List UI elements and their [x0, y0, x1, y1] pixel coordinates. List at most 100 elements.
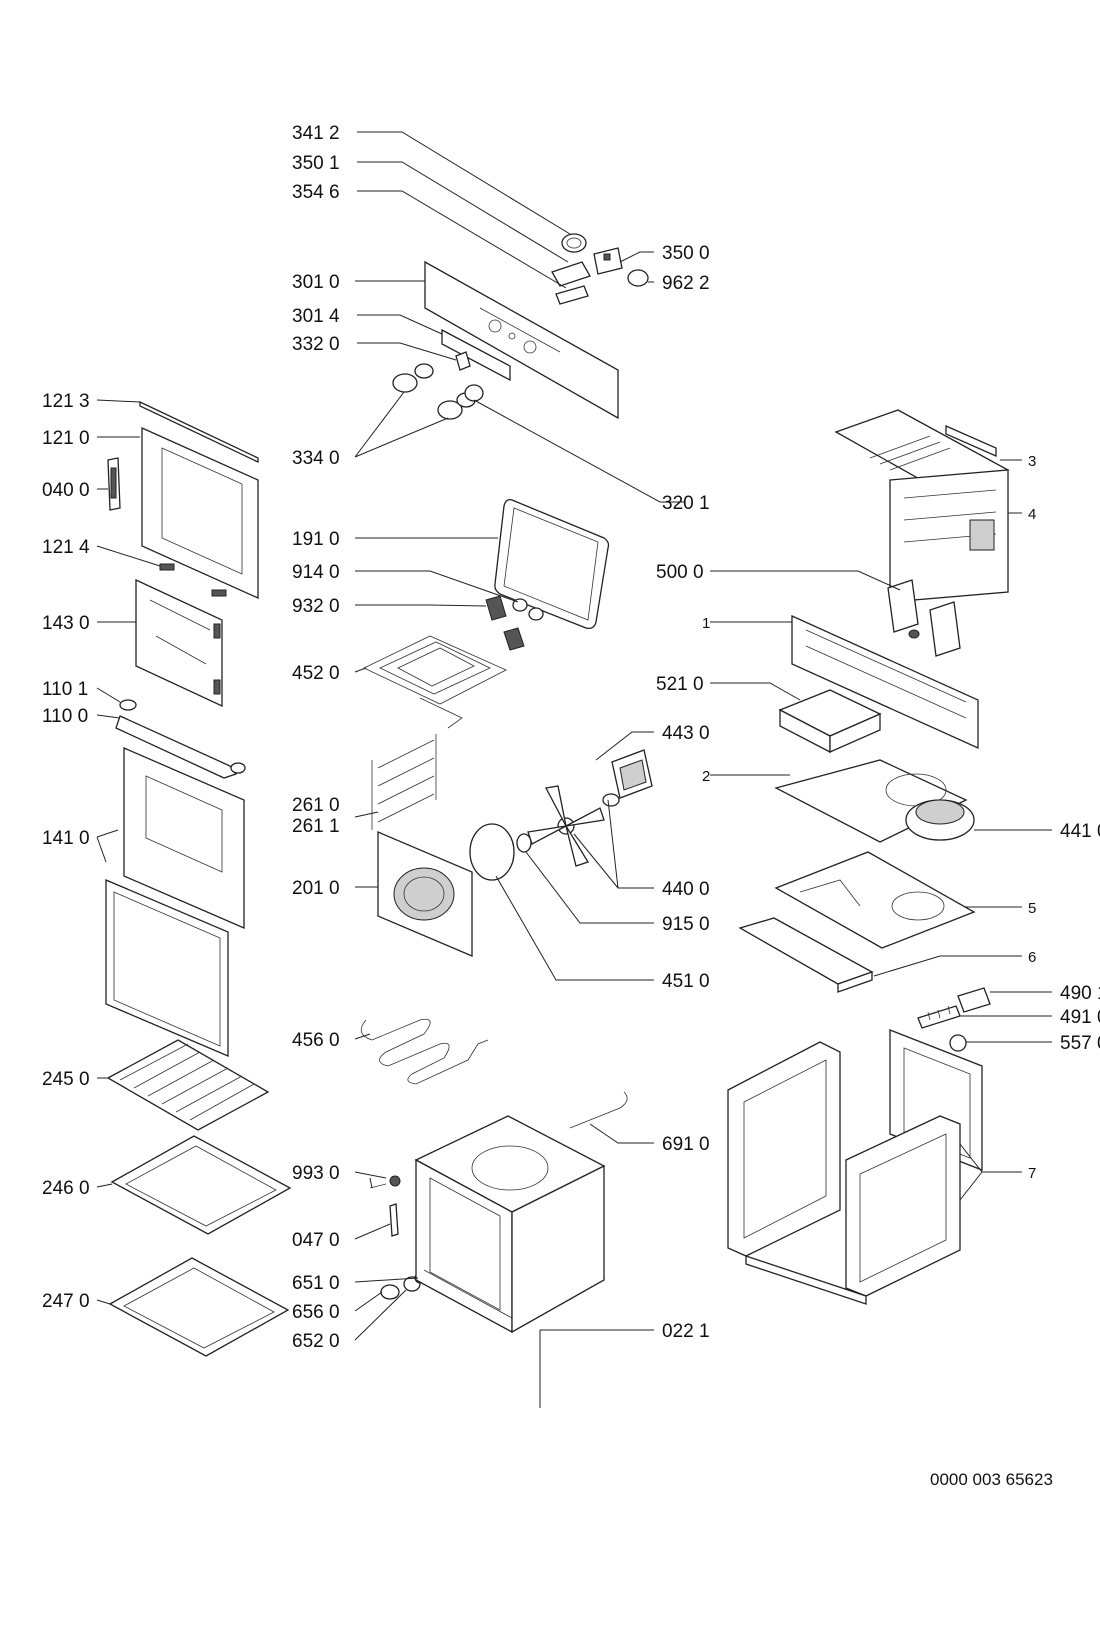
part-320-1-ring [464, 384, 484, 402]
part-047-0-latch [389, 1203, 399, 1237]
part-354-6-display [555, 285, 589, 305]
label-320-1: 320 1 [662, 493, 710, 514]
label-341-2: 341 2 [292, 123, 340, 144]
part-656-0-lamp-cover [380, 1284, 400, 1300]
label-334-0: 334 0 [292, 448, 340, 469]
label-490-1: 490 1 [1060, 983, 1100, 1004]
part-452-0-grill-element [363, 635, 507, 729]
label-1: 1 [702, 615, 710, 632]
label-121-4: 121 4 [42, 537, 90, 558]
part-456-0-element [360, 1018, 489, 1085]
label-4: 4 [1028, 506, 1036, 523]
part-962-2-cylinder [627, 269, 649, 287]
part-121-3-trim [139, 400, 259, 464]
center-parts-group [360, 498, 653, 1334]
label-350-0: 350 0 [662, 243, 710, 264]
label-143-0: 143 0 [42, 613, 90, 634]
label-110-1: 110 1 [42, 679, 88, 700]
label-962-2: 962 2 [662, 273, 710, 294]
part-500-0-switches [887, 579, 961, 657]
part-334-0-knobs [392, 363, 476, 420]
part-443-0-fan [527, 785, 605, 867]
label-993-0: 993 0 [292, 1163, 340, 1184]
part-141-0-outer-door [123, 747, 245, 929]
part-110-1 [119, 699, 137, 711]
part-247-0-tray [108, 1257, 290, 1357]
part-246-0-tray [110, 1135, 292, 1235]
part-691-0-sensor [569, 1091, 628, 1129]
part-341-2-ring [561, 233, 587, 253]
label-500-0: 500 0 [656, 562, 704, 583]
label-040-0: 040 0 [42, 480, 90, 501]
part-143-0-glass [135, 578, 223, 708]
part-022-1-cavity [414, 1115, 606, 1334]
part-110-0-handle [115, 715, 238, 779]
label-261-0: 261 0 [292, 795, 340, 816]
part-245-0-rack [106, 1039, 270, 1131]
label-6: 6 [1028, 949, 1036, 966]
right-assembly-group [727, 409, 1010, 1305]
label-491-0: 491 0 [1060, 1007, 1100, 1028]
label-047-0: 047 0 [292, 1230, 340, 1251]
label-441-0: 441 0 [1060, 821, 1100, 842]
label-121-0: 121 0 [42, 428, 90, 449]
part-5-deflector [774, 851, 976, 949]
label-201-0: 201 0 [292, 878, 340, 899]
label-7: 7 [1028, 1165, 1036, 1182]
label-110-0: 110 0 [42, 706, 88, 727]
part-301-4-strip [441, 328, 511, 382]
part-332-0-cam [455, 351, 471, 371]
label-141-0: 141 0 [42, 828, 90, 849]
label-354-6: 354 6 [292, 182, 340, 203]
label-3: 3 [1028, 453, 1036, 470]
control-panel-group [392, 233, 649, 420]
part-932-0 [485, 595, 507, 621]
part-1-channel [791, 614, 979, 750]
part-490-1 [957, 987, 991, 1013]
label-5: 5 [1028, 900, 1036, 917]
label-2: 2 [702, 768, 710, 785]
label-121-3: 121 3 [42, 391, 90, 412]
label-245-0: 245 0 [42, 1069, 90, 1090]
label-451-0: 451 0 [662, 971, 710, 992]
part-350-0-board [593, 247, 623, 275]
label-247-0: 247 0 [42, 1291, 90, 1312]
door-assembly-group [105, 400, 292, 1357]
label-332-0: 332 0 [292, 334, 340, 355]
part-557-0 [949, 1034, 967, 1052]
part-191-0-seal [494, 498, 610, 630]
label-652-0: 652 0 [292, 1331, 340, 1352]
label-452-0: 452 0 [292, 663, 340, 684]
label-350-1: 350 1 [292, 153, 340, 174]
part-993-0-screw [389, 1175, 401, 1187]
part-350-1-panel [551, 261, 591, 287]
part-4-rear-panel [889, 469, 1009, 603]
label-914-0: 914 0 [292, 562, 340, 583]
label-651-0: 651 0 [292, 1273, 340, 1294]
label-443-0: 443 0 [662, 723, 710, 744]
label-456-0: 456 0 [292, 1030, 340, 1051]
part-7-outer-casing [727, 1029, 983, 1305]
document-number: 0000 003 65623 [930, 1470, 1053, 1489]
label-691-0: 691 0 [662, 1134, 710, 1155]
label-656-0: 656 0 [292, 1302, 340, 1323]
label-932-0: 932 0 [292, 596, 340, 617]
part-261-side-runners [371, 734, 437, 830]
label-246-0: 246 0 [42, 1178, 90, 1199]
part-491-0-terminals [917, 1005, 961, 1029]
label-261-1: 261 1 [292, 816, 340, 837]
label-301-0: 301 0 [292, 272, 340, 293]
part-301-0-control-panel [424, 260, 619, 420]
leader-lines [96, 131, 1052, 1408]
part-121-0-inner-door [141, 426, 259, 600]
label-557-0: 557 0 [1060, 1033, 1100, 1054]
label-915-0: 915 0 [662, 914, 710, 935]
part-451-0-ring [469, 823, 515, 881]
label-022-1: 022 1 [662, 1321, 710, 1342]
label-440-0: 440 0 [662, 879, 710, 900]
label-191-0: 191 0 [292, 529, 340, 550]
label-301-4: 301 4 [292, 306, 340, 327]
label-521-0: 521 0 [656, 674, 704, 695]
part-121-4-clip [159, 563, 175, 571]
